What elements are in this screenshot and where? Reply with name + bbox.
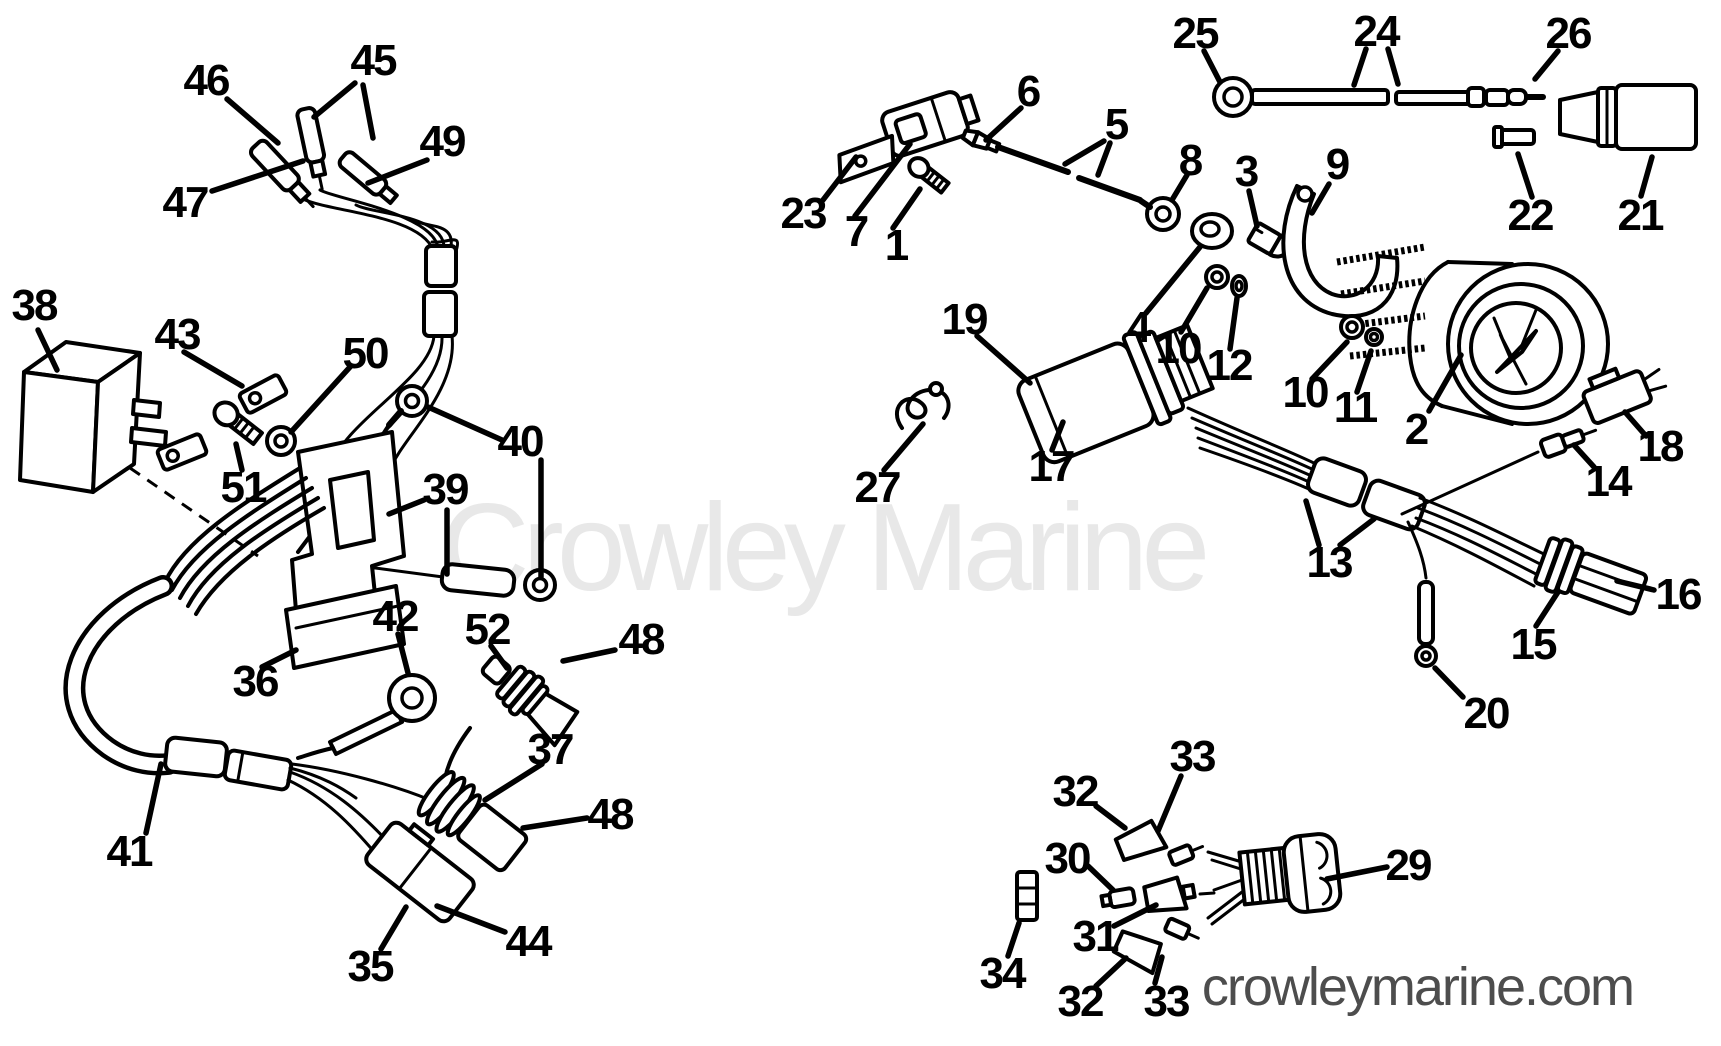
part-label-41: 41 <box>106 827 154 876</box>
part-label-11: 11 <box>1333 383 1378 432</box>
part-label-51: 51 <box>220 463 268 512</box>
part-label-39: 39 <box>422 465 470 514</box>
part-label-25: 25 <box>1172 9 1220 58</box>
part-label-6: 6 <box>1016 67 1042 116</box>
part-label-34: 34 <box>979 949 1027 998</box>
part-label-23: 23 <box>780 189 828 238</box>
part-label-52: 52 <box>464 605 512 654</box>
part-label-50: 50 <box>342 329 390 378</box>
part-label-9: 9 <box>1325 140 1351 189</box>
cable-rod-drawing <box>1212 76 1698 151</box>
part-label-32: 32 <box>1057 977 1105 1026</box>
part-label-31: 31 <box>1072 912 1120 961</box>
plug-35-44-drawing <box>364 820 476 924</box>
part-label-42: 42 <box>372 592 420 641</box>
part-label-5: 5 <box>1104 100 1130 149</box>
part-label-10: 10 <box>1155 324 1203 373</box>
left-hardware-drawing <box>155 373 557 760</box>
part-label-27: 27 <box>854 463 902 512</box>
part-label-10: 10 <box>1282 368 1330 417</box>
part-label-45: 45 <box>350 36 398 85</box>
trim-connector-29-drawing <box>1015 818 1343 976</box>
part-label-40: 40 <box>497 417 545 466</box>
part-label-46: 46 <box>183 56 231 105</box>
loop-41-drawing <box>63 575 432 856</box>
part-label-7: 7 <box>844 207 870 256</box>
part-label-44: 44 <box>505 917 553 966</box>
part-label-14: 14 <box>1585 457 1633 506</box>
part-label-32: 32 <box>1052 767 1100 816</box>
part-label-33: 33 <box>1169 732 1217 781</box>
part-label-16: 16 <box>1655 570 1703 619</box>
center-bracket-drawing <box>163 430 406 670</box>
part-label-1: 1 <box>884 221 910 270</box>
part-label-15: 15 <box>1510 620 1558 669</box>
part-label-49: 49 <box>419 117 467 166</box>
part-label-8: 8 <box>1178 136 1204 185</box>
part-label-26: 26 <box>1545 9 1593 58</box>
part-label-47: 47 <box>162 178 210 227</box>
part-label-4: 4 <box>1126 303 1152 352</box>
part-label-43: 43 <box>154 310 202 359</box>
part-label-48: 48 <box>587 790 635 839</box>
part-label-22: 22 <box>1507 191 1555 240</box>
part-label-24: 24 <box>1353 7 1401 56</box>
part-label-2: 2 <box>1404 405 1430 454</box>
part-label-48: 48 <box>618 615 666 664</box>
site-url-text: crowleymarine.com <box>1201 957 1635 1017</box>
part-label-35: 35 <box>347 942 395 991</box>
switch-7-drawing <box>837 90 1181 232</box>
part-label-20: 20 <box>1463 689 1511 738</box>
grommet-37-drawing <box>416 769 529 873</box>
leader-lines <box>35 46 1657 989</box>
part-label-21: 21 <box>1617 191 1665 240</box>
part-label-18: 18 <box>1637 422 1685 471</box>
ignition-switch-harness-drawing <box>895 323 1668 668</box>
tachometer-2-drawing <box>1407 260 1610 426</box>
gauge-hardware-drawing <box>1190 184 1426 360</box>
part-label-38: 38 <box>11 281 59 330</box>
part-label-29: 29 <box>1385 841 1433 890</box>
part-label-13: 13 <box>1306 538 1354 587</box>
part-label-19: 19 <box>941 295 989 344</box>
part-label-36: 36 <box>232 657 280 706</box>
part-label-3: 3 <box>1234 147 1260 196</box>
part-label-33: 33 <box>1143 977 1191 1026</box>
relay-38-drawing <box>18 340 259 558</box>
part-label-12: 12 <box>1206 341 1254 390</box>
part-label-37: 37 <box>527 725 575 774</box>
part-label-17: 17 <box>1028 442 1076 491</box>
watermark-text: Crowley Marine <box>440 479 1210 617</box>
part-label-30: 30 <box>1044 834 1092 883</box>
